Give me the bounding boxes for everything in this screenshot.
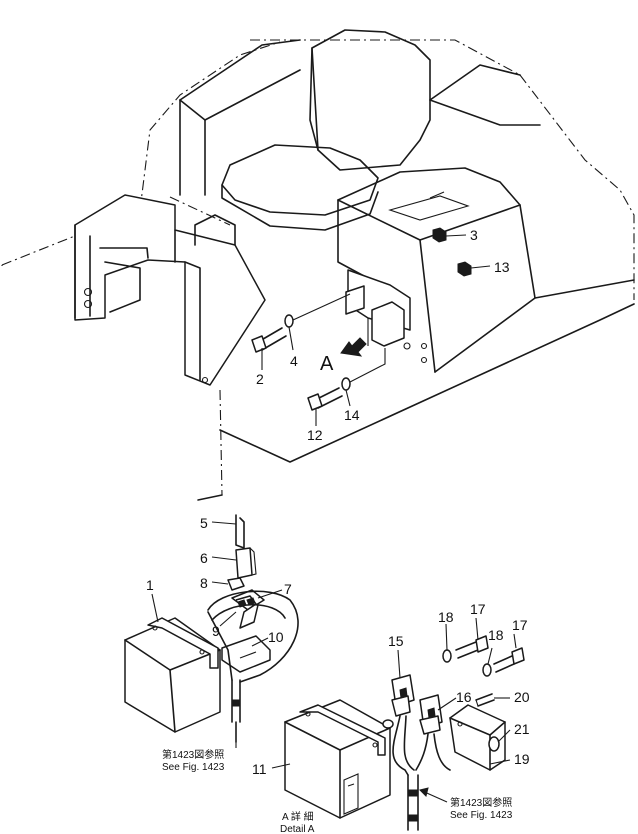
- callout-1: 1: [146, 577, 154, 593]
- callouts: 3 13 2 4 12 14 A 5 6 8 7 9 10 1 11 15 18…: [146, 227, 530, 777]
- callout-15: 15: [388, 633, 404, 649]
- callout-6: 6: [200, 550, 208, 566]
- callout-13: 13: [494, 259, 510, 275]
- callout-17b: 17: [512, 617, 528, 633]
- relay-assembly-left: [124, 514, 299, 743]
- machine-body: [1, 29, 635, 501]
- callout-10: 10: [268, 629, 284, 645]
- callout-16: 16: [456, 689, 472, 705]
- callout-2: 2: [256, 371, 264, 387]
- callout-17a: 17: [470, 601, 486, 617]
- callout-9: 9: [212, 623, 220, 639]
- leader-lines: [151, 234, 517, 803]
- callout-8: 8: [200, 575, 208, 591]
- ref-note-left-jp: 第1423図参照: [162, 748, 224, 761]
- callout-14: 14: [344, 407, 360, 423]
- reference-notes: 第1423図参照 See Fig. 1423 第1423図参照 See Fig.…: [162, 748, 513, 834]
- callout-4: 4: [290, 353, 298, 369]
- ref-note-right-en: See Fig. 1423: [450, 810, 513, 821]
- view-marker-a: A: [320, 353, 334, 375]
- callout-19: 19: [514, 751, 530, 767]
- callout-20: 20: [514, 689, 530, 705]
- detail-caption-en: Detail A: [280, 824, 315, 834]
- detail-a-assembly: [284, 635, 525, 831]
- callout-3: 3: [470, 227, 478, 243]
- callout-21: 21: [514, 721, 530, 737]
- callout-18b: 18: [488, 627, 504, 643]
- detail-caption-jp: A 詳 細: [282, 810, 314, 823]
- callout-7: 7: [284, 581, 292, 597]
- callout-12: 12: [307, 427, 323, 443]
- callout-11: 11: [252, 761, 267, 777]
- ref-note-left-en: See Fig. 1423: [162, 762, 225, 773]
- callout-5: 5: [200, 515, 208, 531]
- ref-note-right-jp: 第1423図参照: [450, 796, 512, 809]
- callout-18a: 18: [438, 609, 454, 625]
